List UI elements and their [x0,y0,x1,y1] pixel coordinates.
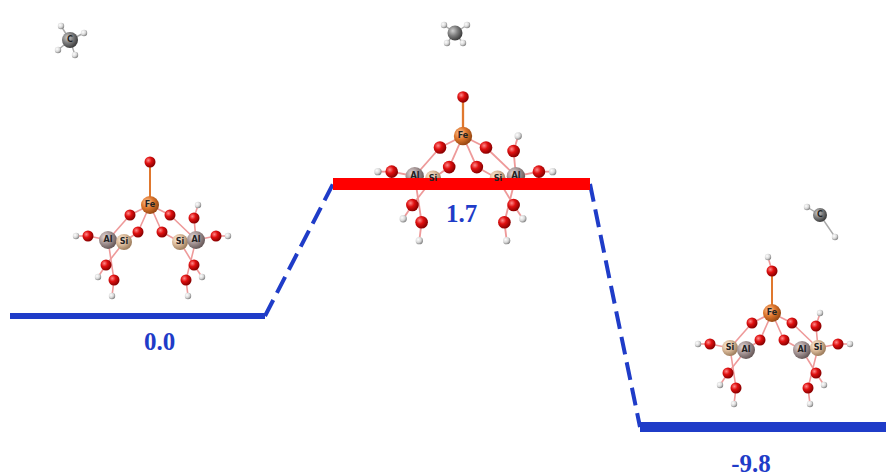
energy-level: 1.7 [333,178,590,226]
atom-label: Si [120,238,129,246]
level-bar [333,178,590,190]
atom-label: Fe [767,309,778,317]
atom-label: Al [192,236,201,244]
energy-level: 0.0 [10,313,265,354]
atom-label: Al [104,236,113,244]
energy-value: 0.0 [32,329,287,354]
energy-level: -9.8 [640,422,886,476]
level-bar [10,313,265,319]
atom-label: Si [176,238,185,246]
atom-label: Al [512,172,521,180]
atom-label: Si [494,175,503,183]
atom-label: Al [411,172,420,180]
atom-label: Si [429,175,438,183]
dashed-connector [590,184,640,427]
level-bar [640,422,886,432]
atom-label: C [67,36,73,44]
energy-value: -9.8 [628,451,874,476]
atom-label: Al [798,346,807,354]
energy-value: 1.7 [333,201,590,226]
dashed-connector [265,184,333,316]
atom-label: Al [742,346,751,354]
atom-label: Si [726,344,735,352]
atom-label: Fe [458,132,469,140]
atom-label: Si [814,344,823,352]
atom-label: C [817,211,823,219]
atom-label: Fe [145,201,156,209]
